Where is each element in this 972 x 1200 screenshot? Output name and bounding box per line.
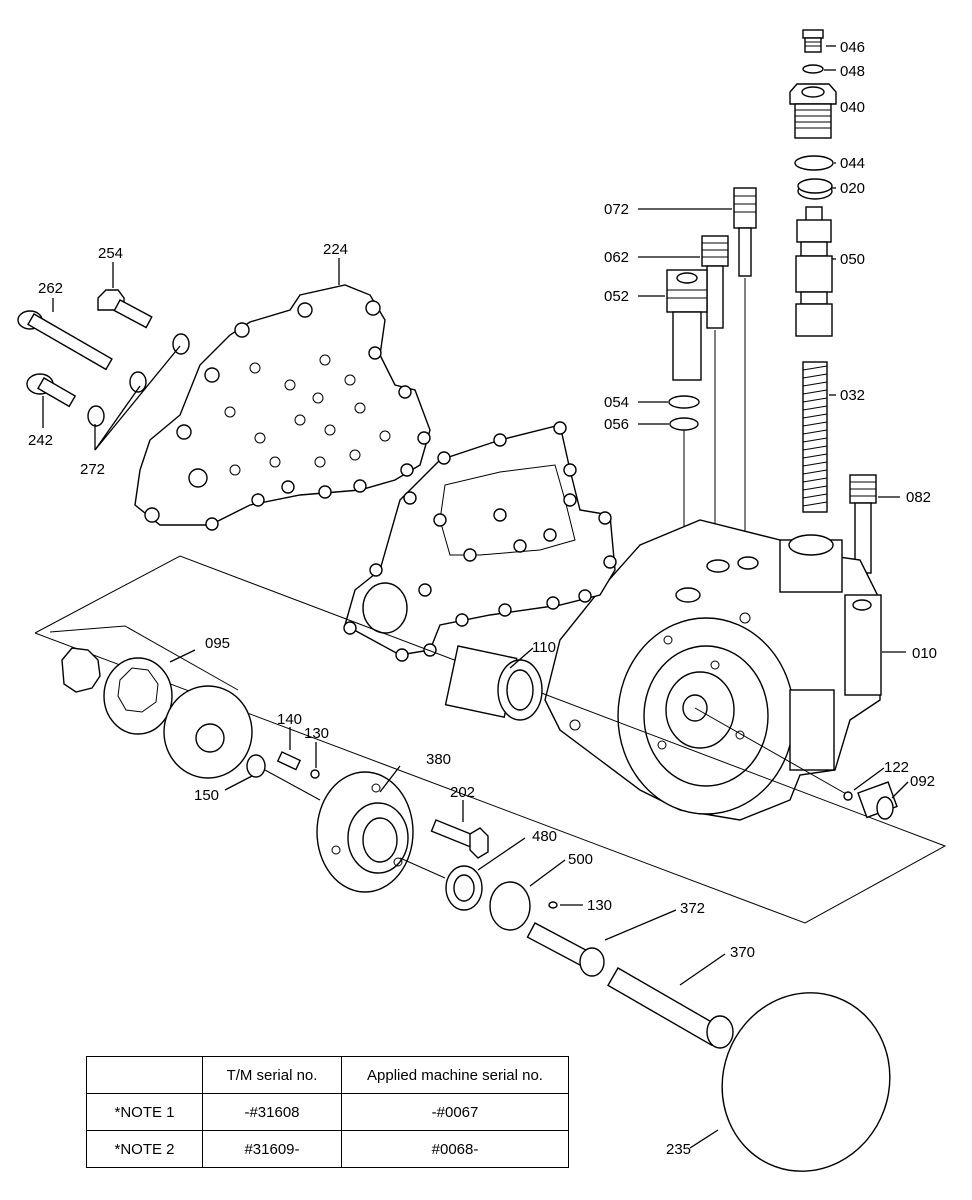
housing-010 — [544, 519, 882, 821]
table-header-cell: Applied machine serial no. — [341, 1056, 569, 1094]
flange-380 — [316, 771, 414, 893]
label-140: 140 — [277, 711, 302, 728]
snap-ring-150 — [246, 754, 266, 778]
serial-number-table: T/M serial no. Applied machine serial no… — [86, 1056, 569, 1168]
label-095: 095 — [205, 635, 230, 652]
table-cell: *NOTE 2 — [86, 1130, 203, 1168]
valve-062 — [701, 235, 729, 329]
shaft-370 — [607, 967, 734, 1049]
washer-272b — [129, 371, 147, 393]
label-150: 150 — [194, 787, 219, 804]
valve-072 — [733, 187, 757, 277]
washer-272c — [87, 405, 105, 427]
gasket — [343, 421, 617, 662]
label-050: 050 — [840, 251, 865, 268]
o-ring-048 — [802, 64, 824, 74]
bolt-242 — [26, 373, 77, 408]
label-122: 122 — [884, 759, 909, 776]
bolt-254 — [97, 289, 153, 329]
label-272: 272 — [80, 461, 105, 478]
valve-082 — [849, 474, 877, 574]
label-262: 262 — [38, 280, 63, 297]
gear-set-095 — [61, 647, 253, 779]
snap-ring-500 — [489, 881, 531, 931]
label-048: 048 — [840, 63, 865, 80]
ball-130a — [310, 769, 320, 779]
cover-224 — [134, 284, 431, 531]
shaft-372 — [526, 922, 605, 977]
label-010: 010 — [912, 645, 937, 662]
table-header-row: T/M serial no. Applied machine serial no… — [86, 1056, 569, 1094]
label-056: 056 — [604, 416, 629, 433]
table-cell: *NOTE 1 — [86, 1093, 203, 1131]
table-header-cell — [86, 1056, 203, 1094]
spring-032 — [802, 361, 828, 513]
label-202: 202 — [450, 784, 475, 801]
valve-052 — [666, 269, 708, 381]
bolt-262 — [17, 310, 113, 371]
label-224: 224 — [323, 241, 348, 258]
bearing-092 — [857, 781, 898, 820]
o-ring-044 — [794, 155, 834, 171]
o-ring-054 — [668, 395, 700, 409]
label-370: 370 — [730, 944, 755, 961]
plug-046 — [802, 29, 824, 53]
table-row: *NOTE 2 #31609- #0068- — [86, 1130, 569, 1168]
table-cell: -#31608 — [202, 1093, 342, 1131]
label-032: 032 — [840, 387, 865, 404]
label-020: 020 — [840, 180, 865, 197]
label-054: 054 — [604, 394, 629, 411]
pin-130b — [548, 901, 558, 909]
label-130-lower: 130 — [587, 897, 612, 914]
label-480: 480 — [532, 828, 557, 845]
spool-050 — [795, 206, 833, 337]
label-130-upper: 130 — [304, 725, 329, 742]
ball-122 — [843, 791, 853, 801]
label-380: 380 — [426, 751, 451, 768]
spring-140 — [276, 751, 302, 771]
label-242: 242 — [28, 432, 53, 449]
plug-040 — [789, 83, 837, 139]
table-row: *NOTE 1 -#31608 -#0067 — [86, 1093, 569, 1131]
bearing-110 — [444, 645, 543, 721]
label-044: 044 — [840, 155, 865, 172]
table-cell: #0068- — [341, 1130, 569, 1168]
label-046: 046 — [840, 39, 865, 56]
label-500: 500 — [568, 851, 593, 868]
label-040: 040 — [840, 99, 865, 116]
label-110: 110 — [532, 639, 556, 656]
table-cell: #31609- — [202, 1130, 342, 1168]
label-082: 082 — [906, 489, 931, 506]
o-ring-056 — [669, 417, 699, 431]
label-062: 062 — [604, 249, 629, 266]
ring-020 — [797, 178, 833, 200]
table-cell: -#0067 — [341, 1093, 569, 1131]
o-ring-235 — [721, 992, 891, 1172]
label-072: 072 — [604, 201, 629, 218]
label-052: 052 — [604, 288, 629, 305]
table-header-cell: T/M serial no. — [202, 1056, 342, 1094]
label-254: 254 — [98, 245, 123, 262]
bolt-202 — [430, 819, 489, 859]
label-235: 235 — [666, 1141, 691, 1158]
bearing-480 — [445, 865, 483, 911]
label-372: 372 — [680, 900, 705, 917]
label-092: 092 — [910, 773, 935, 790]
